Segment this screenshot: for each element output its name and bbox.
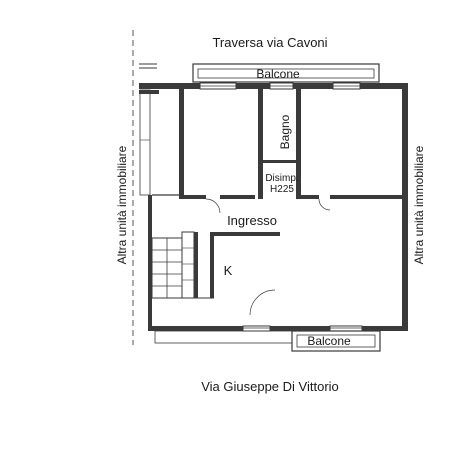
hallway-height-label: H225 — [270, 184, 294, 195]
stairs — [148, 231, 214, 299]
entrance-label: Ingresso — [227, 213, 277, 228]
outer-walls — [139, 83, 408, 331]
right-neighbor-label: Altra unità immobiliare — [412, 145, 426, 264]
left-bedroom — [152, 89, 263, 199]
left-neighbor-strip — [139, 89, 151, 196]
right-bedroom — [301, 195, 408, 199]
bottom-balcony — [154, 330, 381, 352]
left-neighbor-label: Altra unità immobiliare — [115, 145, 129, 264]
balcony-bottom-label: Balcone — [307, 334, 351, 348]
kitchen-label: K — [224, 263, 233, 278]
bathroom-walls — [263, 89, 301, 199]
door-swings — [205, 198, 331, 316]
balcony-top-label: Balcone — [256, 67, 300, 81]
street-top-label: Traversa via Cavoni — [212, 35, 327, 50]
hallway-name-label: Disimp. — [265, 173, 298, 184]
street-bottom-label: Via Giuseppe Di Vittorio — [201, 379, 339, 394]
top-balcony — [139, 63, 380, 83]
entrance-walls — [210, 232, 280, 298]
bathroom-label: Bagno — [278, 114, 292, 149]
top-windows — [139, 82, 361, 94]
